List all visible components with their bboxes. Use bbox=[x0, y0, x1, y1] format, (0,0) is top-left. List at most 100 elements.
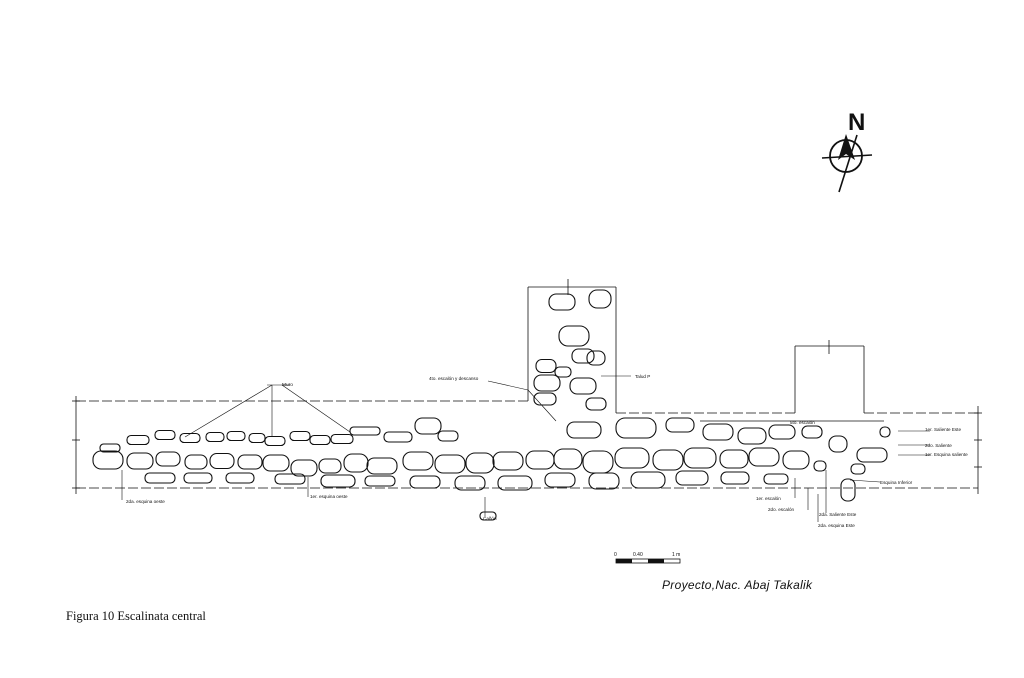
stone bbox=[492, 451, 524, 471]
stone bbox=[683, 447, 717, 469]
stone bbox=[264, 435, 286, 447]
stone bbox=[571, 348, 595, 364]
stone bbox=[614, 447, 650, 469]
stone bbox=[330, 433, 354, 445]
stone bbox=[225, 472, 255, 484]
stone bbox=[383, 431, 413, 443]
stone bbox=[558, 325, 590, 347]
label-talud: Talud P bbox=[635, 374, 650, 379]
stone bbox=[366, 457, 398, 475]
stone bbox=[289, 430, 311, 442]
stone bbox=[782, 450, 810, 470]
stone bbox=[588, 289, 612, 309]
stone bbox=[586, 350, 606, 366]
stone bbox=[262, 454, 290, 472]
stone bbox=[652, 449, 684, 471]
stone bbox=[309, 434, 331, 446]
stone bbox=[126, 452, 154, 470]
stone bbox=[184, 454, 208, 470]
stone bbox=[719, 449, 749, 469]
stone bbox=[155, 451, 181, 467]
stone bbox=[582, 450, 614, 474]
stone bbox=[533, 392, 557, 406]
stone bbox=[813, 460, 827, 472]
project-label: Proyecto,Nac. Abaj Takalik bbox=[662, 578, 813, 592]
north-arrow-icon: N bbox=[821, 109, 873, 193]
annotations: Muro 4to. escalón y descanso Talud P 5to… bbox=[126, 374, 968, 528]
stone-group bbox=[92, 289, 891, 521]
stone bbox=[840, 478, 856, 502]
stone bbox=[588, 472, 620, 490]
stone bbox=[737, 427, 767, 445]
stone bbox=[414, 417, 442, 435]
stone bbox=[828, 435, 848, 453]
stone bbox=[226, 430, 246, 442]
label-primera-esquina-saliente: 1er. Esquina saliente bbox=[925, 452, 968, 457]
stone bbox=[615, 417, 657, 439]
leader-lines bbox=[121, 375, 930, 522]
stone bbox=[763, 473, 789, 485]
stone bbox=[801, 425, 823, 439]
stone bbox=[675, 470, 709, 486]
label-primera-esquina-oeste: 1er. esquina oeste bbox=[310, 494, 348, 499]
stone bbox=[318, 458, 342, 474]
label-segundo-saliente: 2do. Saliente bbox=[925, 443, 952, 448]
stone bbox=[479, 511, 497, 521]
north-letter: N bbox=[848, 109, 865, 136]
label-quinto-escalon: 5to. escalón bbox=[790, 420, 815, 425]
stone bbox=[533, 374, 561, 392]
stone bbox=[535, 358, 557, 374]
label-muro: Muro bbox=[282, 382, 293, 388]
stone bbox=[274, 473, 306, 485]
stone bbox=[585, 397, 607, 411]
stone bbox=[665, 417, 695, 433]
structure-lines bbox=[72, 279, 982, 494]
stone bbox=[144, 472, 176, 484]
label-segundo-saliente-este: 2da. Saliente Este bbox=[819, 512, 857, 517]
label-segunda-esquina-este: 2da. esquina Este bbox=[818, 523, 855, 528]
stone bbox=[237, 454, 263, 470]
label-escalon-descanso: 4to. escalón y descanso bbox=[429, 376, 479, 381]
stone bbox=[349, 426, 381, 436]
label-segunda-esquina-oeste: 2da. esquina oeste bbox=[126, 499, 165, 504]
stone bbox=[856, 447, 888, 463]
stone bbox=[434, 454, 466, 474]
stone bbox=[92, 450, 124, 470]
scale-end: 1 m bbox=[672, 552, 680, 558]
stone bbox=[343, 453, 369, 473]
stone bbox=[209, 452, 235, 470]
stone bbox=[183, 472, 213, 484]
stone bbox=[850, 463, 866, 475]
label-primer-escalon: 1er. escalón bbox=[756, 496, 781, 501]
stone bbox=[553, 448, 583, 470]
stone bbox=[154, 429, 176, 441]
stone bbox=[630, 471, 666, 489]
label-segundo-escalon: 2do. escalón bbox=[768, 507, 794, 512]
stone bbox=[454, 475, 486, 491]
stone bbox=[437, 430, 459, 442]
stone bbox=[702, 423, 734, 441]
stone bbox=[748, 447, 780, 467]
stone bbox=[525, 450, 555, 470]
stone bbox=[544, 472, 576, 488]
stone bbox=[465, 452, 495, 474]
figure-caption: Figura 10 Escalinata central bbox=[66, 609, 206, 623]
stone bbox=[205, 431, 225, 443]
scale-bar: 0 0.40 1 m bbox=[614, 552, 681, 564]
scale-start: 0 bbox=[614, 552, 617, 558]
stone bbox=[566, 421, 602, 439]
stone bbox=[364, 475, 396, 487]
stone bbox=[497, 475, 533, 491]
label-primer-saliente-este: 1er. Saliente Este bbox=[925, 427, 961, 432]
stone bbox=[248, 432, 266, 444]
stone bbox=[99, 443, 121, 453]
stone bbox=[554, 366, 572, 378]
stone bbox=[569, 377, 597, 395]
stone bbox=[768, 424, 796, 440]
stone bbox=[548, 293, 576, 311]
stone bbox=[720, 471, 750, 485]
stone bbox=[402, 451, 434, 471]
label-esquina-inferior: Esquina Inferior bbox=[880, 480, 913, 485]
scale-mid: 0.40 bbox=[633, 552, 643, 558]
